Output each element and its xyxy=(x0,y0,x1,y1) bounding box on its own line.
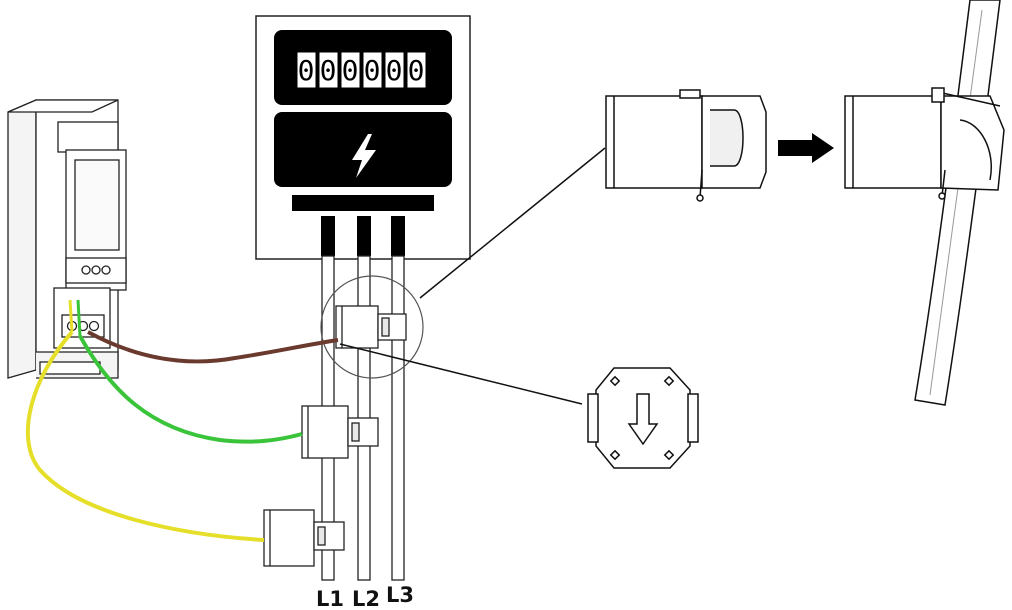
ct-wire-yellow-lead xyxy=(68,299,74,333)
lightning-bolt-icon xyxy=(352,134,376,178)
ct-wire-yellow xyxy=(25,330,265,542)
ct-wire-green xyxy=(78,335,303,444)
ct-wire-brown xyxy=(87,330,339,364)
callout-lines xyxy=(339,147,606,405)
ct-wire-green-lead xyxy=(76,299,82,337)
meter-digit: 0 xyxy=(408,54,425,87)
down-arrow-icon xyxy=(627,393,659,446)
ct-clamp-l1 xyxy=(263,509,345,567)
meter-terminals xyxy=(321,216,405,256)
meter-digit: 0 xyxy=(298,54,315,87)
zoom-highlight-circle xyxy=(320,275,424,379)
cable-l3 xyxy=(391,255,405,581)
cable-label-l3: L3 xyxy=(386,583,414,607)
ct-clamp-l3 xyxy=(335,305,407,349)
cable-label-l2: L2 xyxy=(352,587,380,610)
meter-digit: 0 xyxy=(364,54,381,87)
meter-digit: 0 xyxy=(386,54,403,87)
right-arrow-icon xyxy=(778,133,834,163)
meter-digit: 0 xyxy=(320,54,337,87)
cable-label-l1: L1 xyxy=(316,587,344,610)
meter-digit-display: 0 0 0 0 0 0 xyxy=(296,51,427,89)
ct-clamp-l2 xyxy=(301,405,379,459)
ct-clamp-mounted-detail xyxy=(844,0,1005,406)
ct-clamp-open-detail xyxy=(605,89,767,202)
meter-digit: 0 xyxy=(342,54,359,87)
